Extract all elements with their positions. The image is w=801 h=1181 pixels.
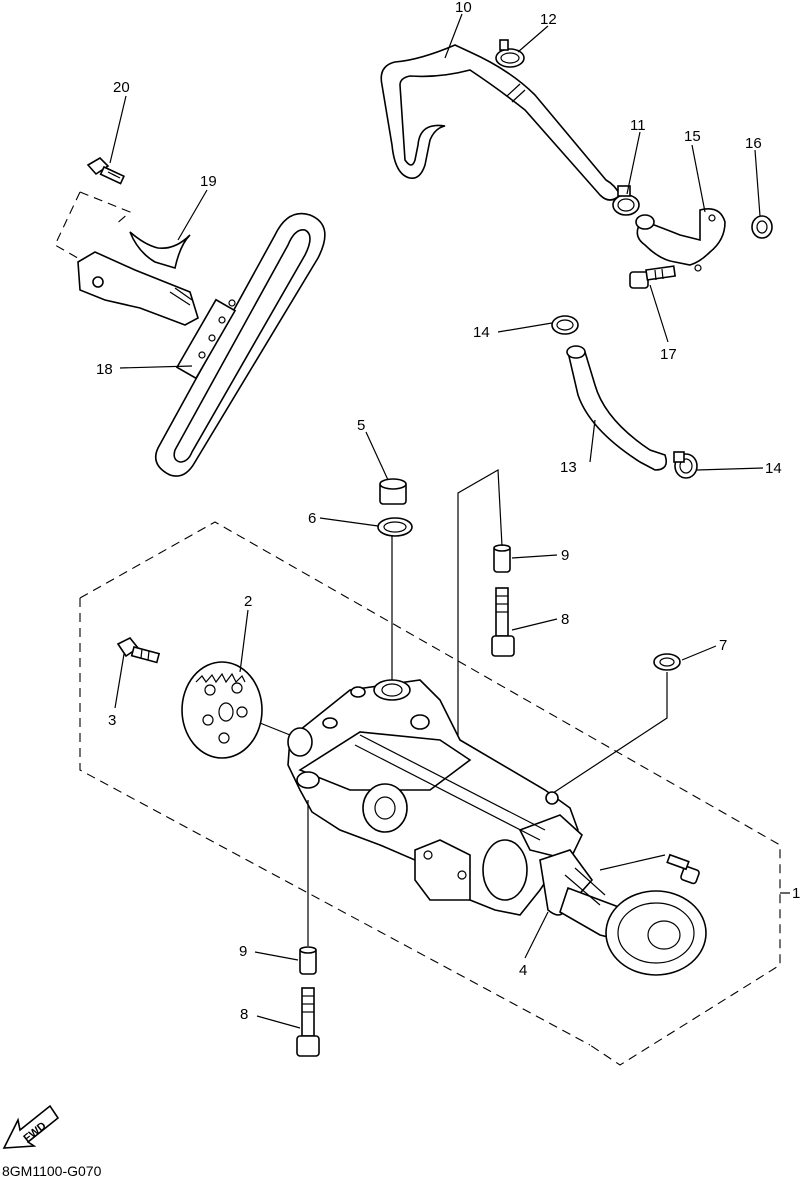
hose-13 xyxy=(566,345,668,471)
bolt-8-upper-icon xyxy=(491,587,515,657)
callout-14-lower: 14 xyxy=(765,460,782,477)
clamp-14-lower-icon xyxy=(673,451,698,479)
dowel-9-lower-icon xyxy=(299,946,317,975)
callout-12: 12 xyxy=(540,11,557,28)
bolt-8-lower-icon xyxy=(296,987,320,1057)
callout-6: 6 xyxy=(308,510,316,527)
clamp-12-icon xyxy=(495,39,525,68)
callout-17: 17 xyxy=(660,346,677,363)
gasket-16-icon xyxy=(751,215,773,239)
callout-20: 20 xyxy=(113,79,130,96)
oil-pump-chain xyxy=(154,212,326,477)
gear-2-icon xyxy=(181,661,263,759)
hose-10 xyxy=(380,44,621,201)
callout-8-lower: 8 xyxy=(240,1006,248,1023)
callout-14-upper: 14 xyxy=(473,324,490,341)
callout-9-upper: 9 xyxy=(561,547,569,564)
strainer-screw-icon xyxy=(666,853,700,885)
bolt-3-icon xyxy=(116,636,161,664)
callout-19: 19 xyxy=(200,173,217,190)
callout-9-lower: 9 xyxy=(239,943,247,960)
callout-18: 18 xyxy=(96,361,113,378)
axis-line-2 xyxy=(259,722,291,736)
gasket-7-icon xyxy=(653,653,681,671)
oil-pipe-15 xyxy=(635,208,726,272)
oil-strainer-4 xyxy=(539,849,707,976)
bolt-17-icon xyxy=(629,265,677,289)
callout-10: 10 xyxy=(455,0,472,16)
callout-4: 4 xyxy=(519,962,527,979)
callout-13: 13 xyxy=(560,459,577,476)
collar-5-icon xyxy=(379,478,407,505)
callout-2: 2 xyxy=(244,593,252,610)
oil-pump-body xyxy=(287,679,583,916)
bolt-20-icon xyxy=(86,156,126,185)
dowel-9-upper-icon xyxy=(493,544,511,573)
fwd-arrow-icon: FWD xyxy=(2,1104,60,1149)
callout-5: 5 xyxy=(357,417,365,434)
assembly-boundary xyxy=(79,521,790,1066)
axis-line-7 xyxy=(549,672,668,796)
callout-3: 3 xyxy=(108,712,116,729)
callout-labels: 1 2 3 4 5 6 7 8 8 9 9 10 11 12 13 14 14 … xyxy=(96,0,800,1023)
axis-line-8-upper xyxy=(457,468,503,740)
oring-6-icon xyxy=(377,517,413,537)
callout-8-upper: 8 xyxy=(561,611,569,628)
leader-lines xyxy=(109,13,764,1029)
chain-guide-assembly xyxy=(54,156,199,326)
callout-11: 11 xyxy=(630,117,646,134)
drawing-code: 8GM1100-G070 xyxy=(2,1163,102,1179)
callout-7: 7 xyxy=(719,637,727,654)
callout-15: 15 xyxy=(684,128,701,145)
clamp-14-upper-icon xyxy=(551,315,579,335)
callout-16: 16 xyxy=(745,135,762,152)
callout-1: 1 xyxy=(792,885,800,902)
clamp-11-icon xyxy=(612,185,640,216)
axis-line-strainer-screw xyxy=(599,854,666,871)
